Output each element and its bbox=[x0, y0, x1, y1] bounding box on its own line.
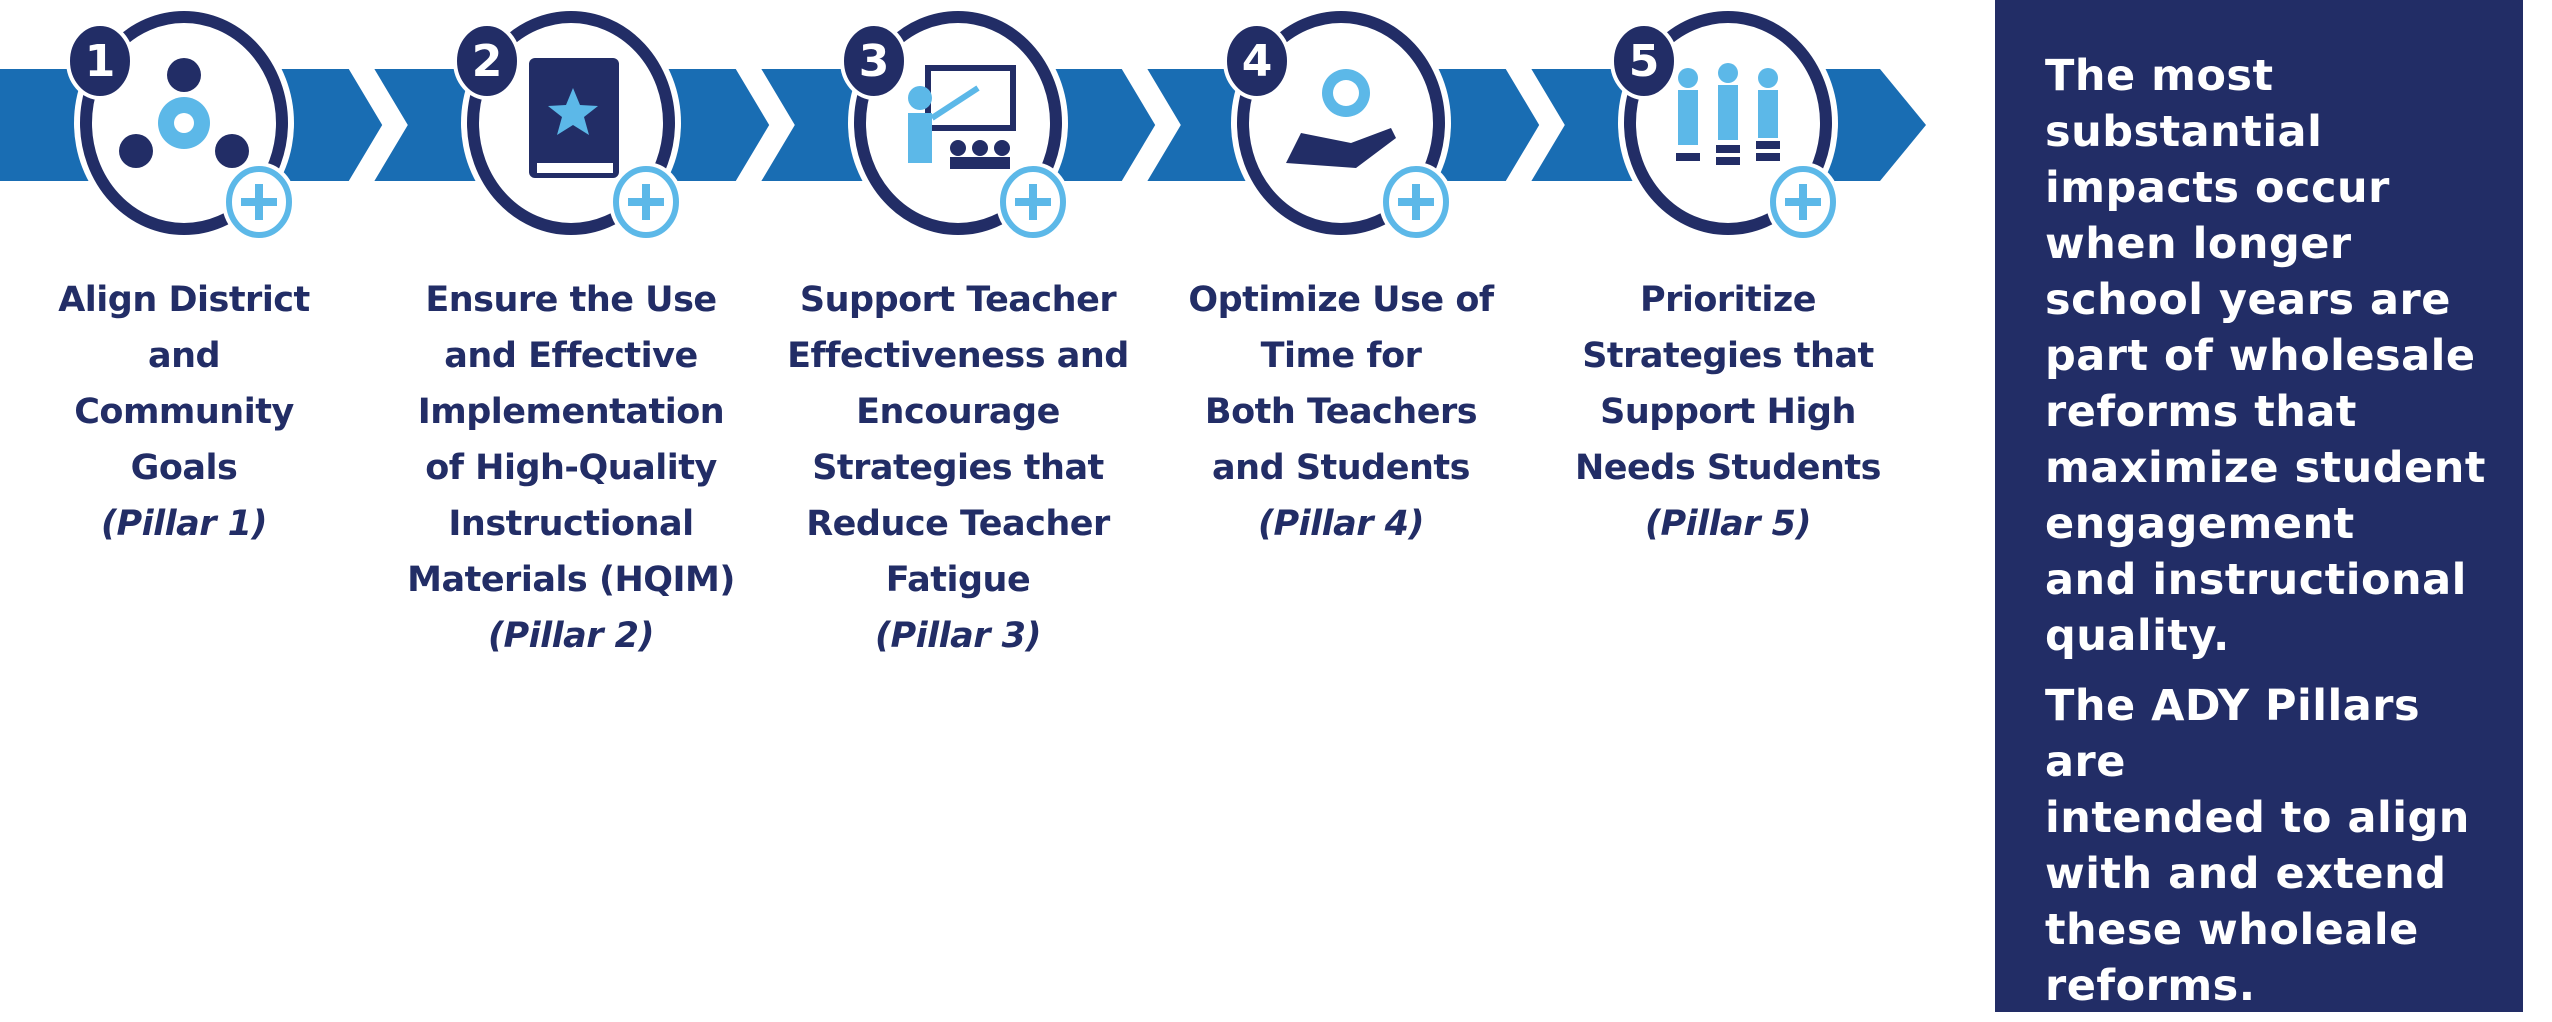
pillar-1-badge[interactable]: 1 bbox=[66, 6, 296, 242]
pillar-title-line: Community bbox=[74, 392, 294, 432]
book-star-icon bbox=[529, 58, 619, 178]
pillar-2-badge[interactable]: 2 bbox=[453, 6, 683, 242]
pillar-reference: (Pillar 5) bbox=[1644, 504, 1812, 544]
pillar-title-line: and Students bbox=[1212, 448, 1470, 488]
pillar-title-line: and bbox=[147, 336, 221, 376]
pillar-title-line: Both Teachers bbox=[1204, 392, 1478, 432]
pillar-reference: (Pillar 2) bbox=[487, 616, 655, 656]
pillar-number: 3 bbox=[859, 36, 890, 87]
pillar-title-line: Ensure the Use bbox=[425, 280, 717, 320]
pillar-5-badge[interactable]: 5 bbox=[1610, 6, 1840, 242]
pillar-title-line: Goals bbox=[130, 448, 238, 488]
pillar-title-line: Materials (HQIM) bbox=[407, 560, 735, 600]
summary-paragraph-2: The ADY Pillars are intended to align wi… bbox=[2045, 681, 2470, 1011]
number-badge: 1 bbox=[66, 22, 134, 100]
pillar-reference: (Pillar 3) bbox=[874, 616, 1042, 656]
pillar-title-line: Encourage bbox=[856, 392, 1060, 432]
pillar-title-line: Time for bbox=[1260, 336, 1422, 376]
pillar-title-line: Support Teacher bbox=[799, 280, 1117, 320]
pillar-title-line: Strategies that bbox=[1582, 336, 1874, 376]
number-badge: 3 bbox=[840, 22, 908, 100]
pillar-title-line: Support High bbox=[1600, 392, 1856, 432]
pillar-title-line: Align District bbox=[58, 280, 310, 320]
pillar-reference: (Pillar 1) bbox=[100, 504, 268, 544]
community-gear-icon bbox=[119, 58, 249, 168]
pillar-4-badge[interactable]: 4 bbox=[1223, 6, 1453, 242]
summary-panel: The most substantial impacts occur when … bbox=[1995, 0, 2523, 1012]
expand-plus-icon[interactable] bbox=[222, 162, 296, 242]
expand-plus-icon[interactable] bbox=[1379, 162, 1453, 242]
expand-plus-icon[interactable] bbox=[609, 162, 683, 242]
pillar-reference: (Pillar 4) bbox=[1257, 504, 1425, 544]
expand-plus-icon[interactable] bbox=[1766, 162, 1840, 242]
pillar-number: 2 bbox=[472, 36, 503, 87]
number-badge: 2 bbox=[453, 22, 521, 100]
pillar-title-line: Reduce Teacher bbox=[806, 504, 1110, 544]
pillar-3-badge[interactable]: 3 bbox=[840, 6, 1070, 242]
pillar-number: 1 bbox=[85, 36, 116, 87]
pillar-title-line: Fatigue bbox=[885, 560, 1031, 600]
hand-clock-gear-icon bbox=[1286, 69, 1396, 168]
pillar-title-line: of High-Quality bbox=[425, 448, 717, 488]
summary-paragraph-1: The most substantial impacts occur when … bbox=[2045, 51, 2486, 661]
pillar-number: 5 bbox=[1629, 36, 1660, 87]
teacher-presentation-icon bbox=[908, 65, 1016, 169]
pillar-title-line: Optimize Use of bbox=[1188, 280, 1494, 320]
pillar-number: 4 bbox=[1242, 36, 1273, 87]
pillar-title-line: Effectiveness and bbox=[787, 336, 1129, 376]
pillar-title-line: Instructional bbox=[448, 504, 694, 544]
pillar-title-line: Prioritize bbox=[1639, 280, 1817, 320]
number-badge: 4 bbox=[1223, 22, 1291, 100]
pillar-title-line: and Effective bbox=[444, 336, 698, 376]
expand-plus-icon[interactable] bbox=[996, 162, 1070, 242]
pillar-title-line: Needs Students bbox=[1575, 448, 1881, 488]
number-badge: 5 bbox=[1610, 22, 1678, 100]
students-steps-icon bbox=[1676, 63, 1780, 165]
pillar-title-line: Implementation bbox=[417, 392, 725, 432]
pillar-title-line: Strategies that bbox=[812, 448, 1104, 488]
